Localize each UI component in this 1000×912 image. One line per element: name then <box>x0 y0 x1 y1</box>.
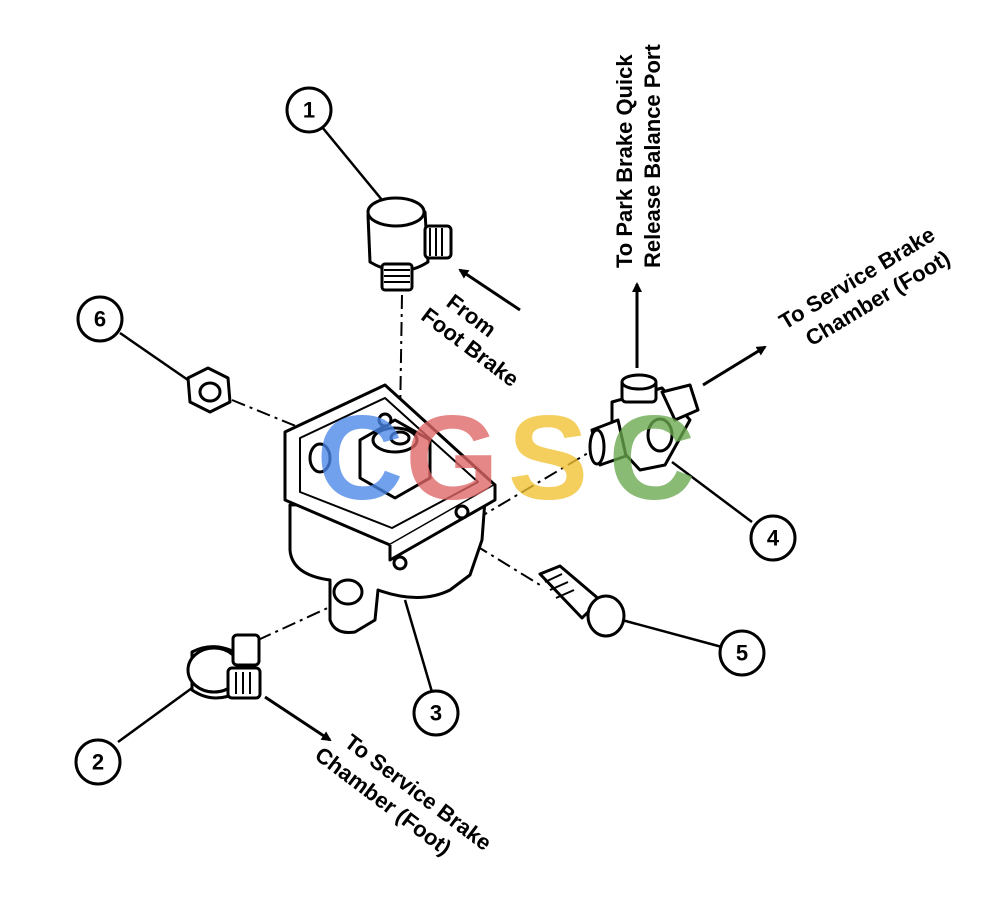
nut-6 <box>186 366 232 414</box>
label-service-brake-right: To Service Brake Chamber (Foot) <box>775 222 955 351</box>
callout-2-number: 2 <box>92 750 104 775</box>
elbow-fitting-2 <box>186 633 262 700</box>
watermark-letter-3: S <box>508 391 588 525</box>
plug-5 <box>538 564 626 638</box>
callout-2: 2 <box>74 738 122 786</box>
callout-3: 3 <box>412 689 460 737</box>
callout-1-number: 1 <box>303 98 315 123</box>
flow-arrows <box>264 268 767 742</box>
callout-4-number: 4 <box>767 526 780 551</box>
arrow-service-brake-bottom <box>264 695 332 742</box>
callout-5-number: 5 <box>736 641 748 666</box>
callout-3-number: 3 <box>430 701 442 726</box>
elbow-fitting-1 <box>366 196 453 292</box>
label-park-brake: To Park Brake Quick Release Balance Port <box>612 44 665 268</box>
watermark-letter-4: C <box>609 391 696 525</box>
tee-fitting-4 <box>588 373 700 472</box>
watermark-letter-2: G <box>405 391 498 525</box>
watermark-letter-1: C <box>317 391 404 525</box>
callout-4: 4 <box>749 514 797 562</box>
callout-6: 6 <box>76 295 124 343</box>
park-brake-line-2: Release Balance Port <box>640 44 665 268</box>
callout-1: 1 <box>285 86 333 134</box>
callout-5: 5 <box>718 629 766 677</box>
leader-lines <box>117 126 753 744</box>
label-service-brake-bottom: To Service Brake Chamber (Foot) <box>310 729 496 860</box>
watermark: C G S C <box>317 391 696 525</box>
callout-6-number: 6 <box>94 307 106 332</box>
park-brake-line-1: To Park Brake Quick <box>612 54 637 268</box>
label-from-foot-brake: From Foot Brake <box>417 289 524 392</box>
valve-body <box>283 383 497 634</box>
arrow-from-foot-brake <box>458 268 521 312</box>
arrow-service-brake-right <box>702 345 767 387</box>
